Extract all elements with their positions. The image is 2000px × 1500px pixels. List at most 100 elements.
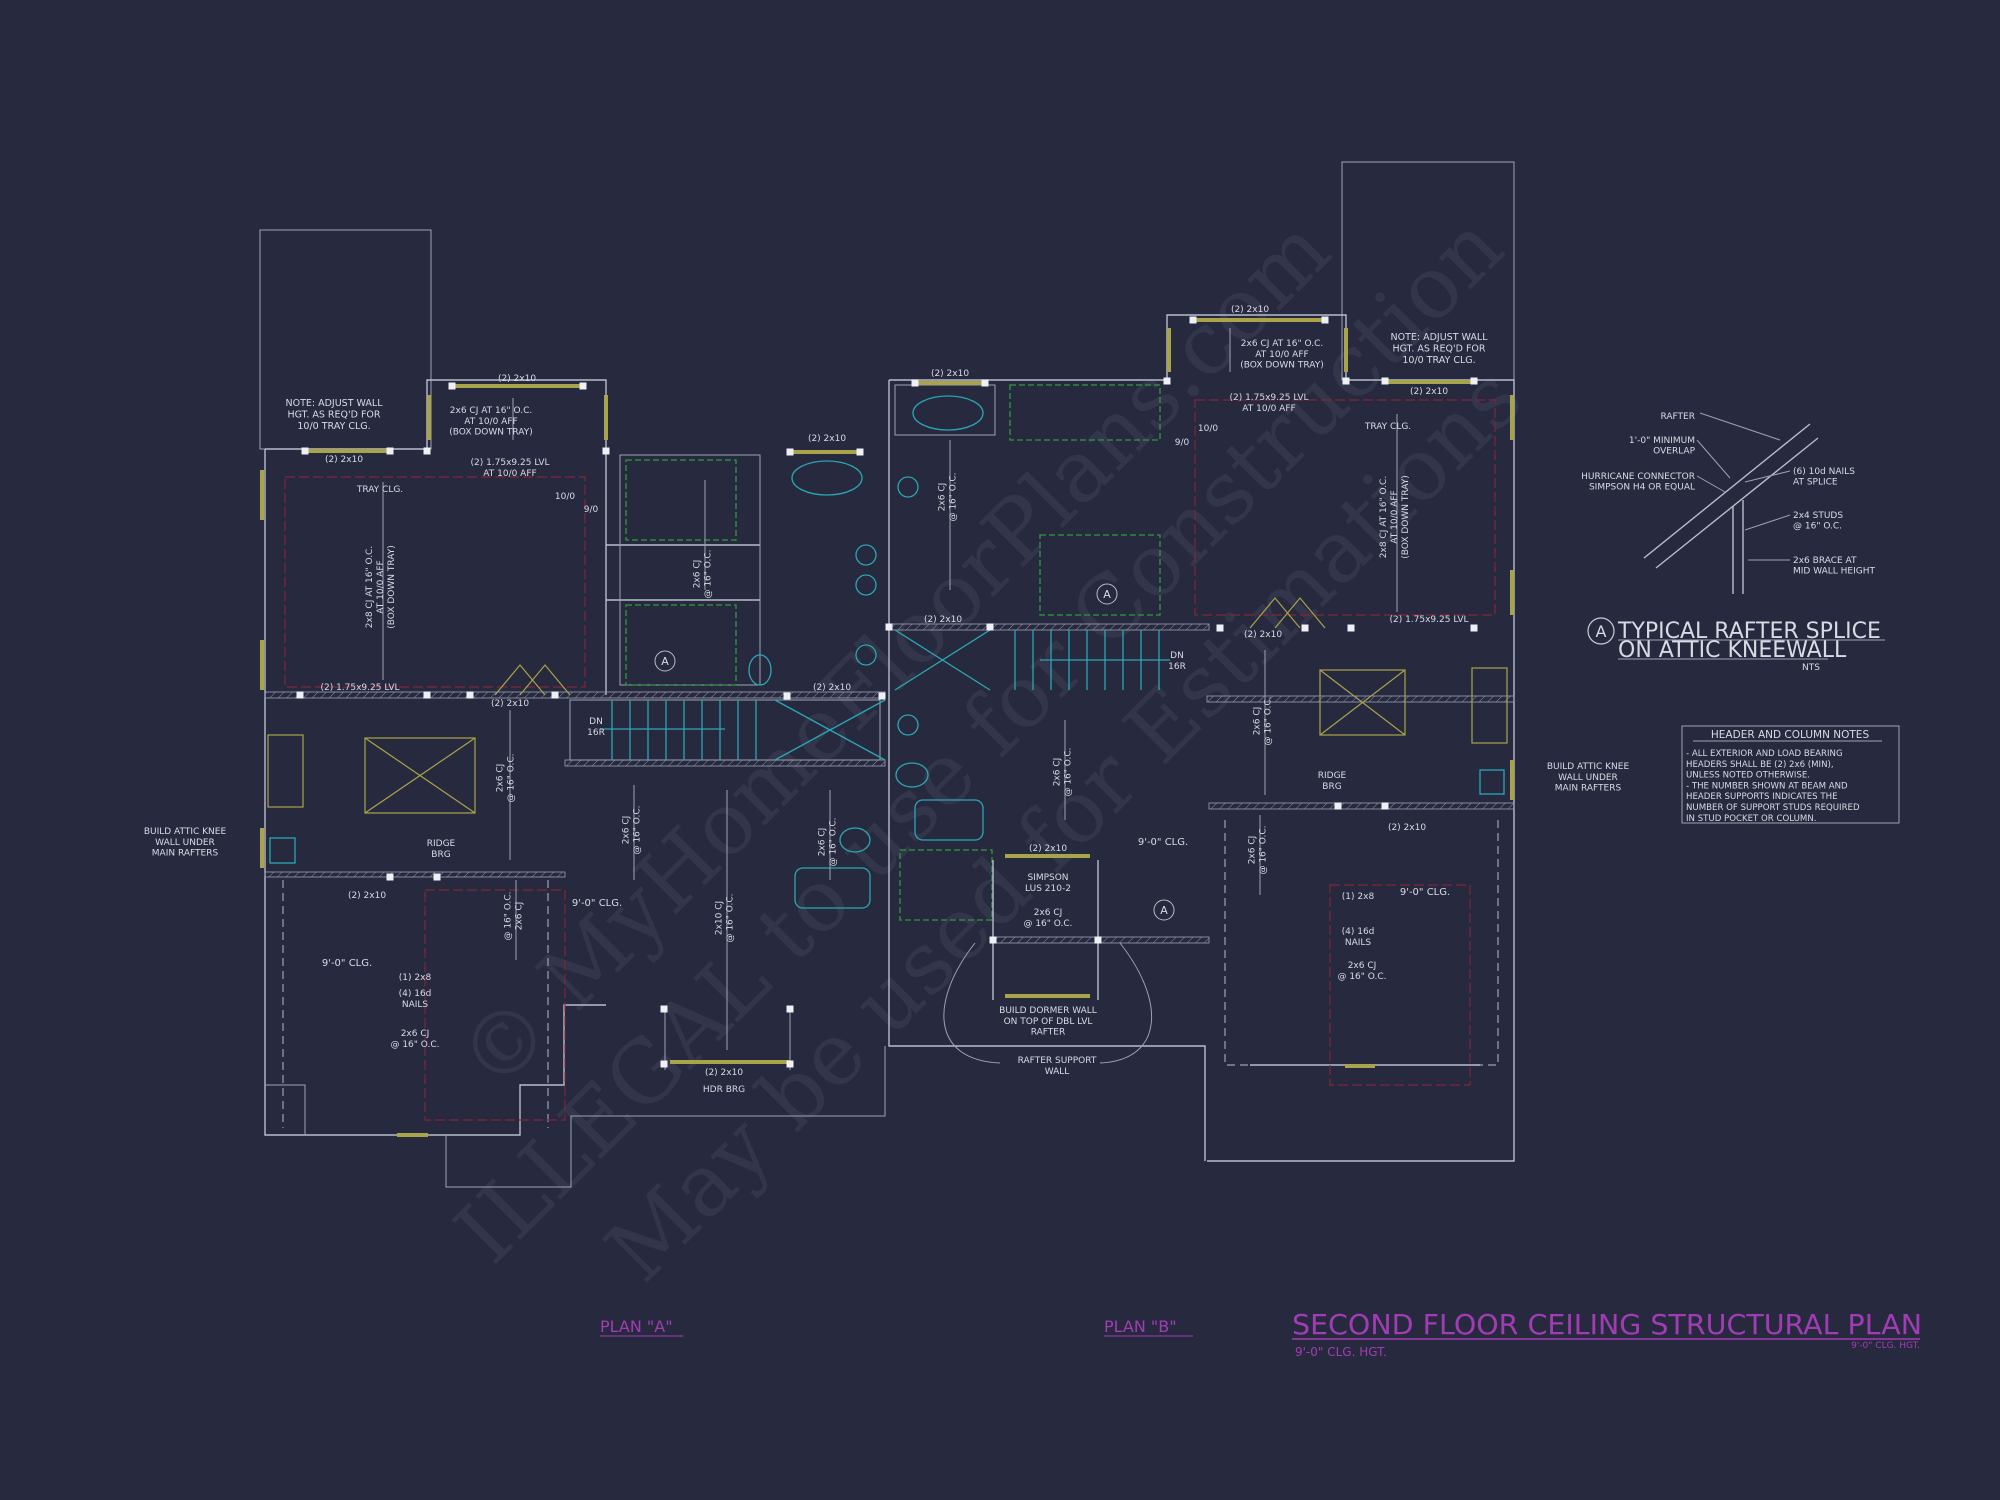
support-post xyxy=(786,448,794,456)
support-post xyxy=(878,692,886,700)
support-post xyxy=(1381,802,1389,810)
detail-callout-brace: 2x6 BRACE AT xyxy=(1793,556,1857,566)
annotation-line: @ 16" O.C. xyxy=(1023,919,1072,929)
annotation-line: (2) 2x10 xyxy=(813,683,851,693)
annotation-l-wall-hdr: (2) 2x10 xyxy=(325,455,363,465)
annotation-line: AT 10/0 AFF xyxy=(1390,490,1400,543)
annotation-m-hdrbrg: HDR BRG xyxy=(703,1085,745,1095)
support-post xyxy=(1189,316,1197,324)
annotation-line: (2) 2x10 xyxy=(325,455,363,465)
annotation-l-dormer-hdr: (2) 2x10 xyxy=(498,374,536,384)
annotation-line: 2x6 CJ xyxy=(401,1029,430,1039)
sheet-title: SECOND FLOOR CEILING STRUCTURAL PLAN xyxy=(1292,1308,1922,1341)
annotation-line: (4) 16d xyxy=(399,989,432,999)
annotation-r-cj-b: 2x6 CJ@ 16" O.C. xyxy=(1248,825,1269,874)
annotation-line: 2x6 CJ AT 16" O.C. xyxy=(1241,339,1323,349)
annotation-line: 2x6 CJ xyxy=(1053,758,1063,787)
annotation-line: @ 16" O.C. xyxy=(632,805,642,854)
support-post xyxy=(989,936,997,944)
annotation-line: RAFTER SUPPORT xyxy=(1018,1056,1097,1066)
annotation-line: 2x6 CJ xyxy=(1253,707,1263,736)
annotation-line: NOTE: ADJUST WALL xyxy=(1391,332,1489,343)
annotation-line: 9'-0" CLG. xyxy=(1400,887,1450,898)
annotation-line: (2) 2x10 xyxy=(1231,305,1269,315)
annotation-r-cj-a: 2x6 CJ@ 16" O.C. xyxy=(1253,696,1274,745)
annotation-line: (BOX DOWN TRAY) xyxy=(1401,475,1411,558)
plan-b-label: PLAN "B" xyxy=(1104,1317,1177,1336)
support-post xyxy=(301,447,309,455)
annotation-line: MAIN RAFTERS xyxy=(152,849,219,859)
annotation-line: DN xyxy=(1170,651,1184,661)
annotation-c-cj-top: 2x6 CJ@ 16" O.C. xyxy=(938,472,959,521)
annotation-line: 16R xyxy=(1168,662,1186,672)
annotation-l-cj-b: @ 16" O.C.2x6 CJ xyxy=(504,891,525,940)
annotation-line: 2x6 CJ xyxy=(496,764,506,793)
support-post xyxy=(911,379,919,387)
annotation-line: (2) 2x10 xyxy=(924,615,962,625)
annotation-line: (BOX DOWN TRAY) xyxy=(387,545,397,628)
annotation-line: @ 16" O.C. xyxy=(725,893,735,942)
support-post xyxy=(1342,377,1350,385)
support-post xyxy=(448,382,456,390)
detail-callout-brace: MID WALL HEIGHT xyxy=(1793,567,1876,577)
annotation-line: 9'-0" CLG. xyxy=(322,958,372,969)
annotation-m-cj-b: 2x10 CJ@ 16" O.C. xyxy=(715,893,736,942)
annotation-line: 2x6 CJ xyxy=(514,902,524,931)
support-post xyxy=(1470,377,1478,385)
annotation-r-tray: TRAY CLG. xyxy=(1364,422,1411,432)
support-post xyxy=(981,379,989,387)
annotation-line: HDR BRG xyxy=(703,1085,745,1095)
annotation-line: RIDGE xyxy=(1318,771,1347,781)
support-post xyxy=(786,1005,794,1013)
note-line: HEADERS SHALL BE (2) 2x6 (MIN), xyxy=(1686,760,1834,770)
annotation-line: AT 10/0 AFF xyxy=(1242,404,1295,414)
title-block: PLAN "A" PLAN "B" SECOND FLOOR CEILING S… xyxy=(600,1308,1922,1359)
annotation-m-clg: 9'-0" CLG. xyxy=(572,898,622,909)
annotation-line: 2x10 CJ xyxy=(715,901,725,935)
detail-callout-rafter: RAFTER xyxy=(1660,412,1695,422)
section-marker-label: A xyxy=(1160,904,1168,917)
watermark: © MyHomeFloorPlans.com ILLEGAL to use fo… xyxy=(437,197,1541,1301)
annotation-c-hdr-mid: (2) 2x10 xyxy=(924,615,962,625)
support-post xyxy=(986,623,994,631)
support-post xyxy=(1301,624,1309,632)
annotation-line: NAILS xyxy=(1345,938,1372,948)
support-post xyxy=(786,1060,794,1068)
note-line: IN STUD POCKET OR COLUMN. xyxy=(1686,814,1817,824)
annotation-c-clg: 9'-0" CLG. xyxy=(1138,837,1188,848)
detail-callout-hurricane: HURRICANE CONNECTOR xyxy=(1581,472,1695,482)
support-post xyxy=(1094,936,1102,944)
annotation-line: 2x6 CJ xyxy=(622,816,632,845)
detail-callout-overlap: OVERLAP xyxy=(1653,447,1695,457)
support-post xyxy=(386,873,394,881)
rafter-splice-detail: A TYPICAL RAFTER SPLICE ON ATTIC KNEEWAL… xyxy=(1587,412,1885,673)
support-post xyxy=(660,1005,668,1013)
annotation-line: (2) 1.75x9.25 LVL xyxy=(470,458,549,468)
detail-callout-studs: 2x4 STUDS xyxy=(1793,511,1843,521)
notes-title: HEADER AND COLUMN NOTES xyxy=(1711,729,1870,741)
annotation-line: MAIN RAFTERS xyxy=(1555,784,1622,794)
annotation-m-cj-c: 2x6 CJ@ 16" O.C. xyxy=(818,817,839,866)
section-marker-label: A xyxy=(661,655,669,668)
support-post xyxy=(423,447,431,455)
annotation-line: HGT. AS REQ'D FOR xyxy=(1392,343,1485,354)
annotation-line: @ 16" O.C. xyxy=(1063,747,1073,796)
annotation-line: WALL UNDER xyxy=(1558,773,1618,783)
annotation-c-hdr-top: (2) 2x10 xyxy=(931,369,969,379)
annotation-line: AT 10/0 AFF xyxy=(376,560,386,613)
annotation-line: 9/0 xyxy=(1175,438,1190,448)
annotation-r-dormer-cj: 2x6 CJ AT 16" O.C.AT 10/0 AFF(BOX DOWN T… xyxy=(1240,339,1323,371)
note-line: HEADER SUPPORTS INDICATES THE xyxy=(1686,792,1838,802)
annotation-line: 2x8 CJ AT 16" O.C. xyxy=(1379,476,1389,558)
annotation-l-cj-a: 2x6 CJ@ 16" O.C. xyxy=(496,753,517,802)
annotation-line: (2) 2x10 xyxy=(498,374,536,384)
